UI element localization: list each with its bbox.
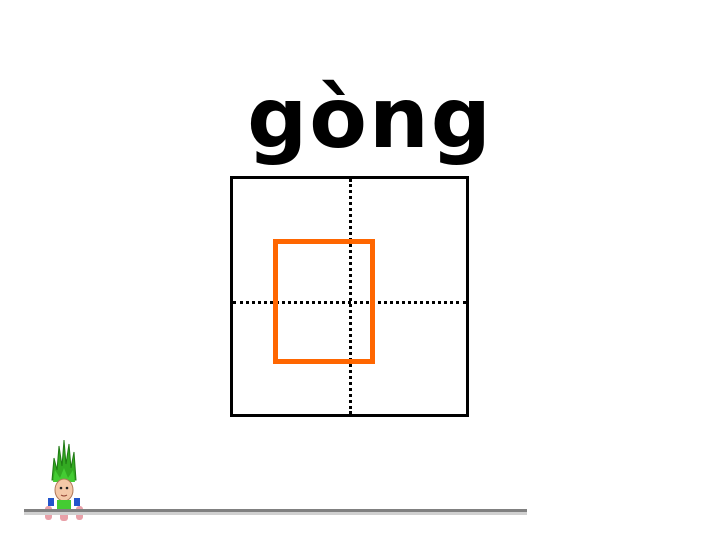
ground-line <box>24 509 527 512</box>
horizontal-guide-line <box>233 301 466 304</box>
ground-line-shadow <box>24 512 527 515</box>
writing-grid <box>230 176 469 417</box>
vertical-guide-line <box>349 179 352 414</box>
character-frame <box>273 239 375 364</box>
pinyin-label: gòng <box>247 69 493 167</box>
